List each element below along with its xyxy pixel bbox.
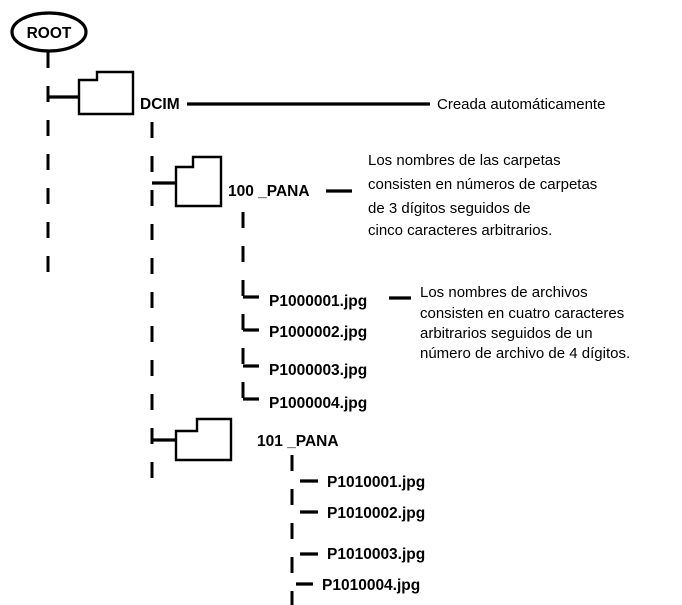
folder-100-note-line-2: consisten en números de carpetas — [368, 176, 597, 193]
dcim-note: Creada automáticamente — [437, 96, 605, 113]
file-name-note: Los nombres de archivos consisten en cua… — [420, 284, 630, 362]
root-label: ROOT — [27, 25, 72, 42]
folder-100-icon — [174, 155, 223, 208]
file-p1010003: P1010003.jpg — [327, 546, 425, 563]
root-node: ROOT — [10, 11, 88, 53]
file-p1000003: P1000003.jpg — [269, 362, 367, 379]
file-p1010004: P1010004.jpg — [322, 577, 420, 594]
file-note-line-3: arbitrarios seguidos de un — [420, 325, 593, 342]
folder-101-label: 101 _PANA — [257, 433, 339, 450]
file-p1010002: P1010002.jpg — [327, 505, 425, 522]
folder-100-note-line-4: cinco caracteres arbitrarios. — [368, 222, 552, 239]
file-note-line-2: consisten en cuatro caracteres — [420, 305, 624, 322]
folder-100-note-line-1: Los nombres de las carpetas — [368, 152, 561, 169]
folder-100-label: 100 _PANA — [228, 183, 310, 200]
dcim-label: DCIM — [140, 96, 180, 113]
file-note-line-1: Los nombres de archivos — [420, 284, 588, 301]
folder-100-note-line-3: de 3 dígitos seguidos de — [368, 200, 531, 217]
file-note-line-4: número de archivo de 4 dígitos. — [420, 345, 630, 362]
file-p1000004: P1000004.jpg — [269, 395, 367, 412]
dcim-folder-icon — [77, 70, 135, 116]
file-p1000002: P1000002.jpg — [269, 324, 367, 341]
folder-100-note: Los nombres de las carpetas consisten en… — [368, 152, 597, 239]
file-p1010001: P1010001.jpg — [327, 474, 425, 491]
folder-101-icon — [174, 417, 233, 462]
file-p1000001: P1000001.jpg — [269, 293, 367, 310]
